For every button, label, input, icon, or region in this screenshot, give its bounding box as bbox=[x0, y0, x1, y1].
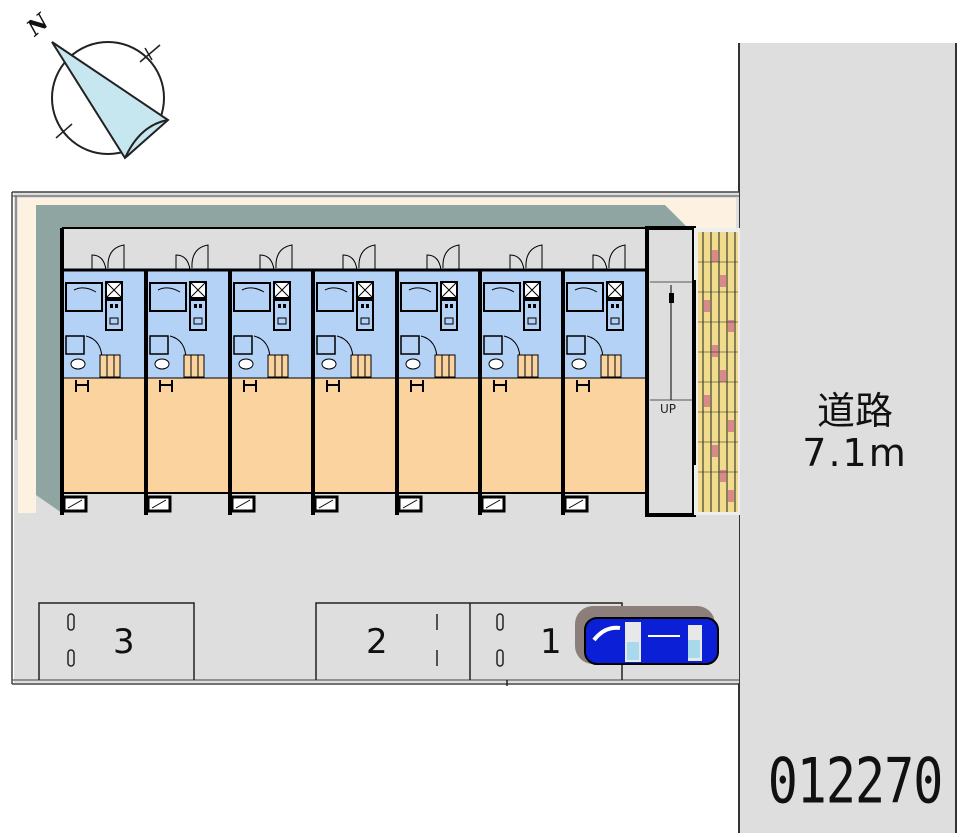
parking-space-1: 1 bbox=[540, 622, 562, 662]
property-id: 012270 bbox=[767, 744, 944, 818]
planting-strip bbox=[698, 232, 738, 512]
car-icon bbox=[575, 606, 719, 665]
parking-space-2: 2 bbox=[366, 622, 388, 662]
north-arrow-icon bbox=[51, 41, 170, 160]
road-width: 7.1m bbox=[802, 431, 908, 475]
stair-up-label: UP bbox=[660, 402, 677, 416]
parking-space-3: 3 bbox=[113, 622, 135, 662]
road bbox=[739, 43, 956, 833]
road-label: 道路 7.1m bbox=[760, 390, 950, 474]
road-name: 道路 bbox=[816, 389, 893, 433]
